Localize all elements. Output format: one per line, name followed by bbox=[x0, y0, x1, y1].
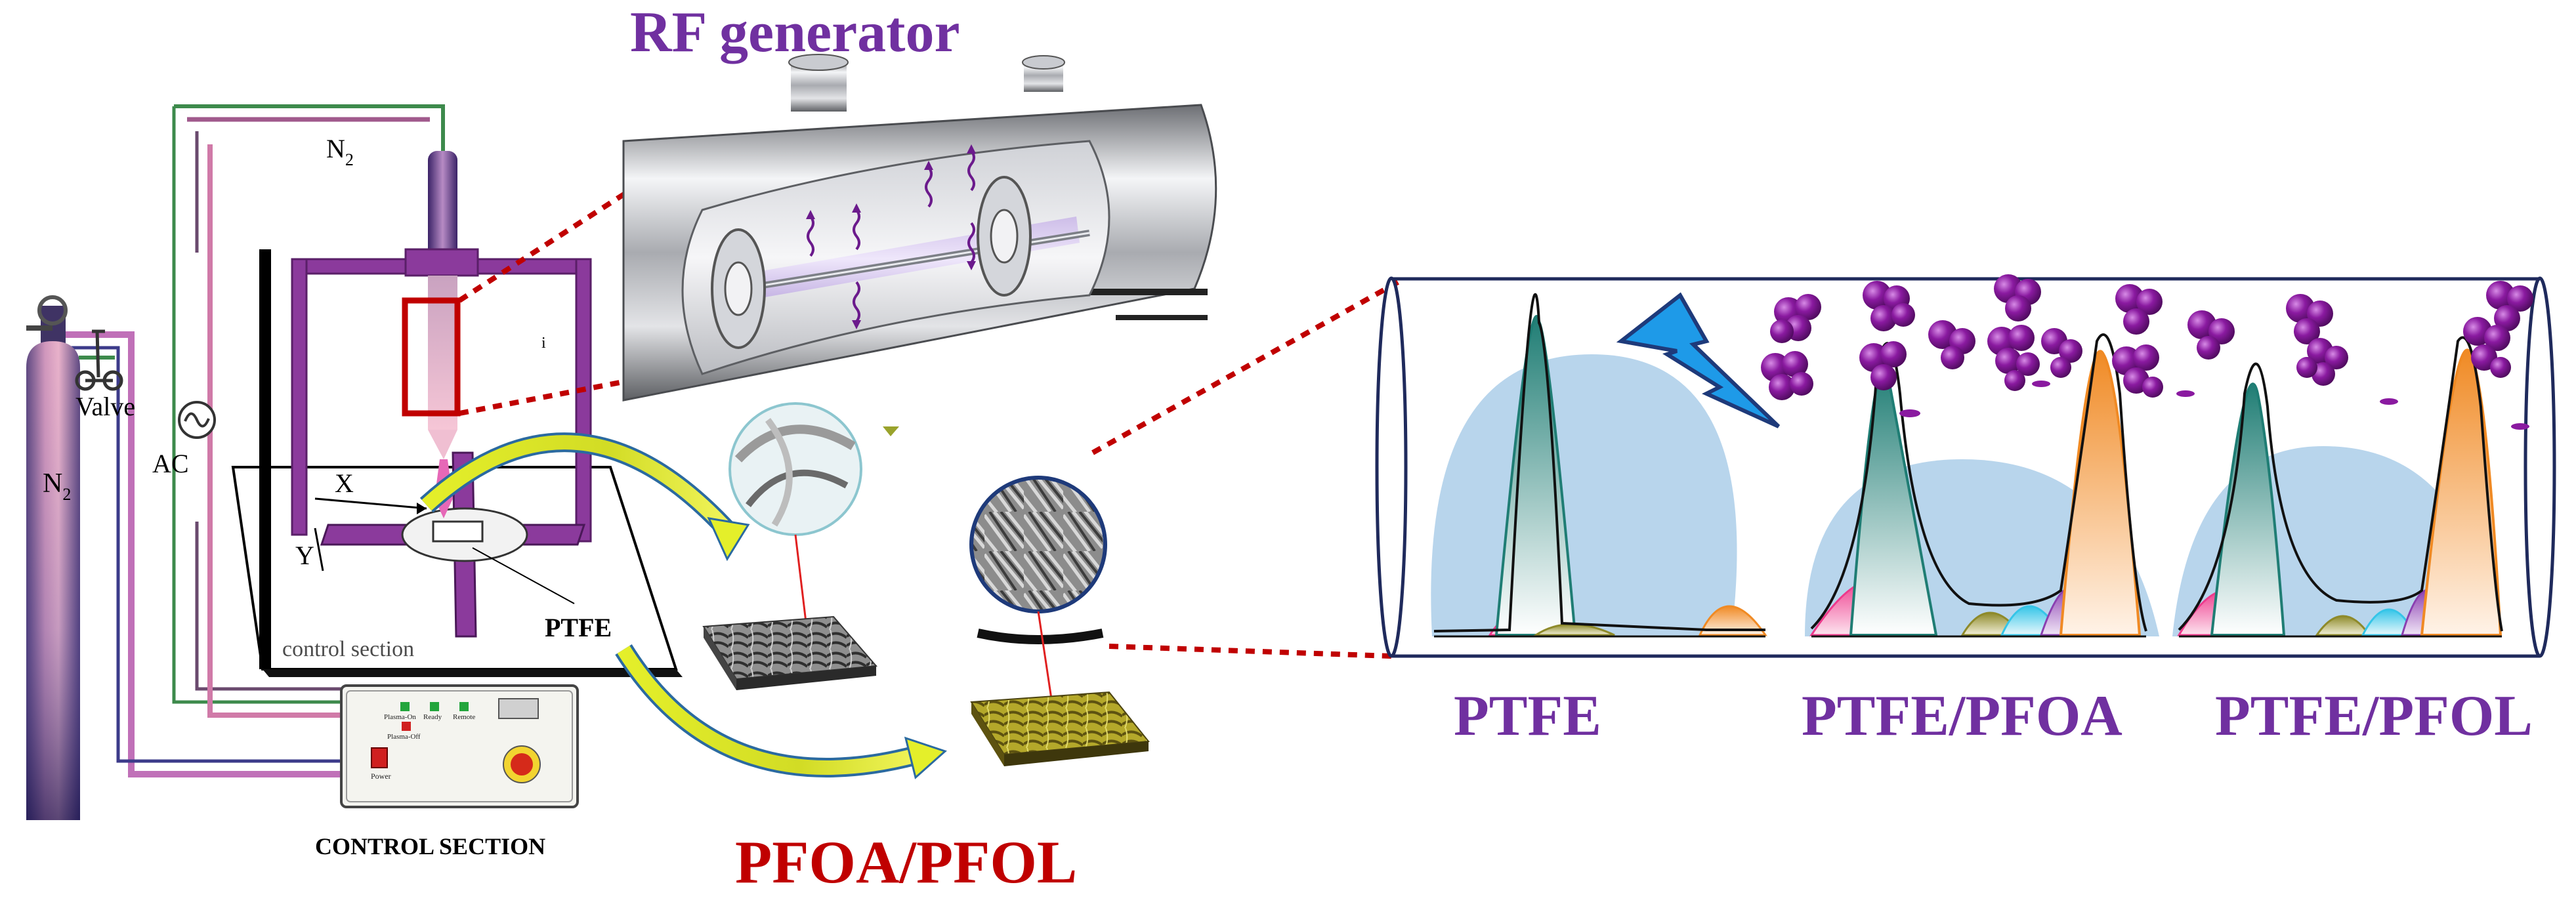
treated-sem-zoom bbox=[969, 279, 1399, 713]
sample-flow: PFOA/PFOL bbox=[419, 279, 1399, 896]
plasma-on-label: Plasma-On bbox=[384, 713, 416, 721]
zoom-lines-rf bbox=[457, 188, 632, 416]
torch-highlight-box bbox=[402, 297, 461, 417]
power-switch[interactable] bbox=[371, 747, 388, 768]
valve-label: Valve bbox=[75, 392, 135, 421]
molecule-12 bbox=[2286, 294, 2333, 344]
spectrum-ptfe-pfoa bbox=[1805, 333, 2159, 638]
gas-lines bbox=[53, 104, 445, 777]
molecule-3 bbox=[1863, 281, 1915, 331]
molecule-11 bbox=[2187, 310, 2235, 360]
molecule-4 bbox=[1859, 341, 1907, 390]
remote-label: Remote bbox=[453, 713, 475, 721]
xy-stage: X Y PTFE bbox=[295, 451, 612, 642]
untreated-sample bbox=[702, 615, 878, 690]
ac-source: AC bbox=[152, 401, 216, 478]
molecule-6 bbox=[1994, 274, 2041, 321]
control-section-label: CONTROL SECTION bbox=[315, 833, 545, 859]
zoom-lines-spectra bbox=[1091, 279, 1399, 659]
valve: Valve bbox=[75, 329, 135, 421]
plasma-torch bbox=[402, 151, 632, 518]
molecule-15 bbox=[2463, 317, 2511, 378]
stage-caption: control section bbox=[282, 637, 414, 661]
ptfe-sample-label: PTFE bbox=[545, 613, 612, 642]
molecule-1 bbox=[1770, 294, 1821, 343]
axis-x-label: X bbox=[335, 468, 354, 498]
molecule-2 bbox=[1761, 351, 1813, 400]
molecule-7 bbox=[1987, 325, 2040, 391]
molecule-8 bbox=[2041, 328, 2082, 378]
spectrum-ptfe bbox=[1431, 293, 1767, 638]
spectrum-label-ptfe: PTFE bbox=[1454, 684, 1601, 748]
rf-generator-label: RF generator bbox=[630, 1, 960, 64]
reactor-mark: i bbox=[541, 335, 546, 352]
molecule-10 bbox=[2112, 344, 2163, 398]
gantry-frame bbox=[291, 258, 592, 543]
molecule-clusters bbox=[1761, 274, 2533, 400]
spectrum-label-ptfe-pfoa: PTFE/PFOA bbox=[1802, 684, 2122, 748]
power-label: Power bbox=[371, 772, 391, 781]
molecule-5 bbox=[1928, 320, 1975, 369]
plasma-apparatus: N2 AC N2 Valve cont bbox=[26, 104, 683, 859]
ac-label: AC bbox=[152, 449, 189, 478]
molecule-13 bbox=[2296, 338, 2348, 386]
control-section: Plasma-On Ready Remote Plasma-Off Power bbox=[340, 684, 579, 808]
spectrum-ptfe-pfol bbox=[2172, 336, 2503, 638]
molecule-fragments bbox=[1899, 381, 2529, 430]
molecule-9 bbox=[2115, 284, 2163, 335]
spectra-tube: PTFE PTFE/PFOA PTFE/PFOL bbox=[1375, 274, 2556, 748]
monomer-label: PFOA/PFOL bbox=[735, 829, 1077, 896]
axis-y-label: Y bbox=[295, 541, 314, 570]
display-panel bbox=[498, 698, 539, 719]
n2-cylinder: N2 bbox=[26, 295, 80, 820]
molecule-14 bbox=[2486, 281, 2533, 331]
n2-line-label: N2 bbox=[326, 134, 354, 169]
ready-label: Ready bbox=[423, 713, 442, 721]
cylinder-label: N2 bbox=[43, 468, 71, 504]
treated-sample bbox=[970, 691, 1150, 766]
untreated-fiber-zoom bbox=[728, 402, 899, 634]
rf-generator-inset: RF generator bbox=[622, 1, 1217, 402]
plasma-off-label: Plasma-Off bbox=[387, 733, 421, 741]
rf-wave-arrows bbox=[807, 150, 975, 323]
lightning-icon bbox=[1616, 292, 1781, 428]
spectrum-label-ptfe-pfol: PTFE/PFOL bbox=[2215, 684, 2533, 748]
